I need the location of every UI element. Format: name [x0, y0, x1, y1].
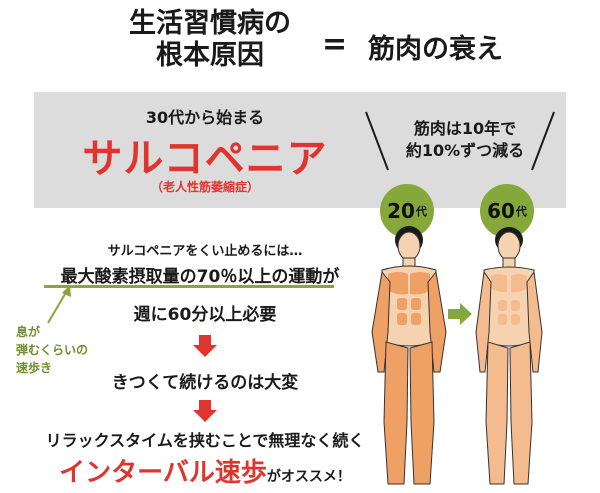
equals-sign: = — [322, 27, 348, 62]
title-line-1: 生活習慣病の — [129, 8, 291, 39]
interval-recommendation: インターバル速歩がオススメ！ — [30, 452, 380, 489]
goal-underline — [44, 285, 334, 288]
decline-line-1: 筋肉は10年で — [413, 119, 517, 138]
body-figure-60s — [475, 227, 543, 485]
flow-weekly: 週に60分以上必要 — [133, 305, 277, 325]
cause-result: 筋肉の衰え — [368, 34, 503, 65]
age-badge-20-unit: 代 — [415, 205, 427, 218]
decline-line-2: 約10%ずつ減る — [405, 141, 525, 160]
age-badge-60-num: 60 — [487, 199, 515, 223]
side-note-line-3: 速歩き — [16, 361, 53, 375]
decline-bracket-lines — [365, 111, 555, 171]
main-title: 生活習慣病の 根本原因 — [95, 8, 325, 72]
side-note-line-2: 弾むくらいの — [16, 343, 89, 357]
interval-name: インターバル速歩 — [59, 458, 267, 488]
down-arrow-icon-2 — [193, 400, 217, 422]
interval-description: リラックスタイムを挟むことで無理なく続く — [45, 431, 365, 450]
body-figure-20s — [371, 226, 447, 485]
side-note-line-1: 息が — [16, 325, 41, 339]
sarcopenia-band — [34, 92, 566, 208]
interval-recommend-text: がオススメ！ — [266, 469, 351, 485]
age-badge-20-num: 20 — [387, 199, 415, 223]
side-note: 息が 弾むくらいの 速歩き — [16, 323, 101, 377]
title-line-2: 根本原因 — [156, 40, 264, 71]
muscle-decline-text: 筋肉は10年で 約10%ずつ減る — [390, 118, 540, 162]
age-badge-60-unit: 代 — [515, 205, 527, 218]
flow-goal: 最大酸素摂取量の70％以上の運動が — [60, 267, 340, 287]
down-arrow-icon — [193, 335, 217, 357]
sarcopenia-name: サルコペニア — [82, 136, 328, 182]
flow-hard: きつくて続けるのは大変 — [111, 373, 299, 393]
right-arrow-icon — [448, 303, 472, 325]
flow-lead: サルコペニアをくい止めるには… — [107, 244, 303, 259]
sarcopenia-intro: 30代から始まる — [145, 108, 265, 127]
up-arrow-icon — [47, 285, 71, 324]
sarcopenia-note: （老人性筋萎縮症） — [150, 180, 259, 194]
